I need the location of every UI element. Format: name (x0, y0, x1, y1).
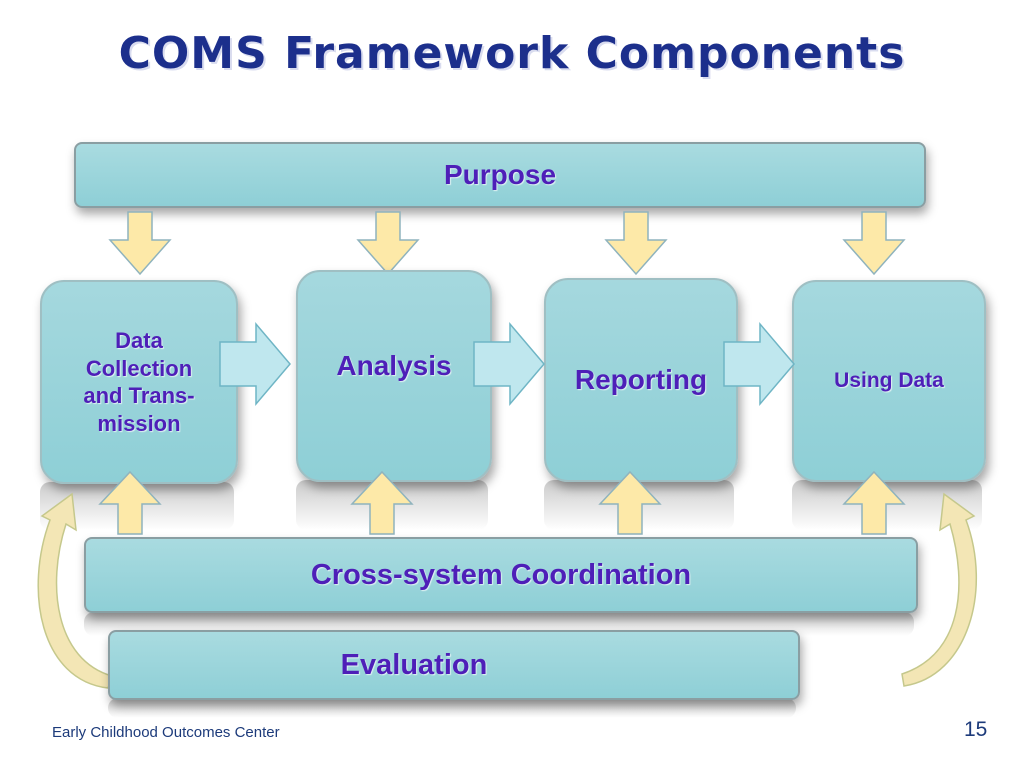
component-using-data: Using Data (792, 280, 986, 482)
up-arrow-icon (98, 470, 162, 535)
purpose-bar: Purpose (74, 142, 926, 208)
down-arrow-icon (356, 211, 420, 276)
component-analysis: Analysis (296, 270, 492, 482)
footer-text: Early Childhood Outcomes Center (52, 724, 280, 741)
evaluation-bar: Evaluation (108, 630, 800, 700)
component-label: Data Collection and Trans-mission (83, 328, 195, 436)
right-arrow-icon (219, 321, 291, 407)
coordination-label: Cross-system Coordination (310, 558, 692, 591)
up-arrow-icon (842, 470, 906, 535)
component-reporting: Reporting (544, 278, 738, 482)
bar-reflection (108, 698, 796, 718)
curved-arrow-right-icon (901, 492, 978, 687)
right-arrow-icon (723, 321, 795, 407)
component-data-collection: Data Collection and Trans-mission (40, 280, 238, 484)
page-number: 15 (964, 718, 988, 741)
down-arrow-icon (842, 211, 906, 276)
slide-title: COMS Framework Components (118, 28, 906, 79)
curved-arrow-left-icon (37, 492, 113, 689)
up-arrow-icon (598, 470, 662, 535)
up-arrow-icon (350, 470, 414, 535)
component-label: Using Data (834, 369, 944, 392)
purpose-label: Purpose (443, 159, 557, 190)
coordination-bar: Cross-system Coordination (84, 537, 918, 613)
down-arrow-icon (604, 211, 668, 276)
component-label: Analysis (336, 350, 452, 381)
right-arrow-icon (473, 321, 545, 407)
evaluation-label: Evaluation (340, 648, 488, 681)
component-label: Reporting (574, 364, 708, 395)
down-arrow-icon (108, 211, 172, 276)
